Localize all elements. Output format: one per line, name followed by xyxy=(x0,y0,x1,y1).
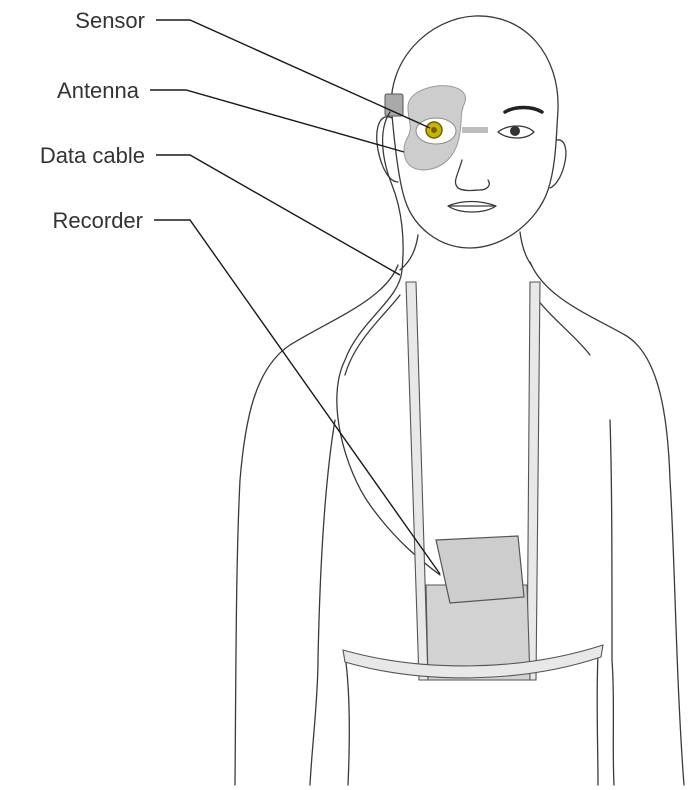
right-arm-outline xyxy=(530,262,684,785)
right-eyebrow xyxy=(505,108,542,113)
data-cable-label: Data cable xyxy=(40,143,145,168)
right-ear xyxy=(550,140,566,188)
right-strap xyxy=(527,282,540,680)
callout-labels: Sensor Antenna Data cable Recorder xyxy=(40,8,145,233)
data-cable-leader xyxy=(156,155,400,275)
left-shoulder-line xyxy=(345,295,400,375)
eye-device xyxy=(385,86,488,170)
right-pupil xyxy=(510,126,520,136)
recorder-label: Recorder xyxy=(53,208,143,233)
neck-right xyxy=(520,232,532,266)
sensor-center xyxy=(431,127,437,133)
mouth xyxy=(448,202,496,213)
left-strap xyxy=(406,282,428,680)
sensor-label: Sensor xyxy=(75,8,145,33)
left-torso-line xyxy=(345,655,349,785)
recorder-box xyxy=(436,536,524,603)
antenna-bridge xyxy=(462,127,488,133)
person-figure xyxy=(235,232,684,785)
data-cable xyxy=(337,112,440,575)
nose xyxy=(455,160,489,191)
left-inner-arm xyxy=(310,420,335,785)
sensor-side-module xyxy=(385,94,403,116)
antenna-label: Antenna xyxy=(57,78,140,103)
right-inner-arm xyxy=(610,420,614,785)
right-torso-line xyxy=(597,655,598,785)
harness xyxy=(343,282,603,680)
